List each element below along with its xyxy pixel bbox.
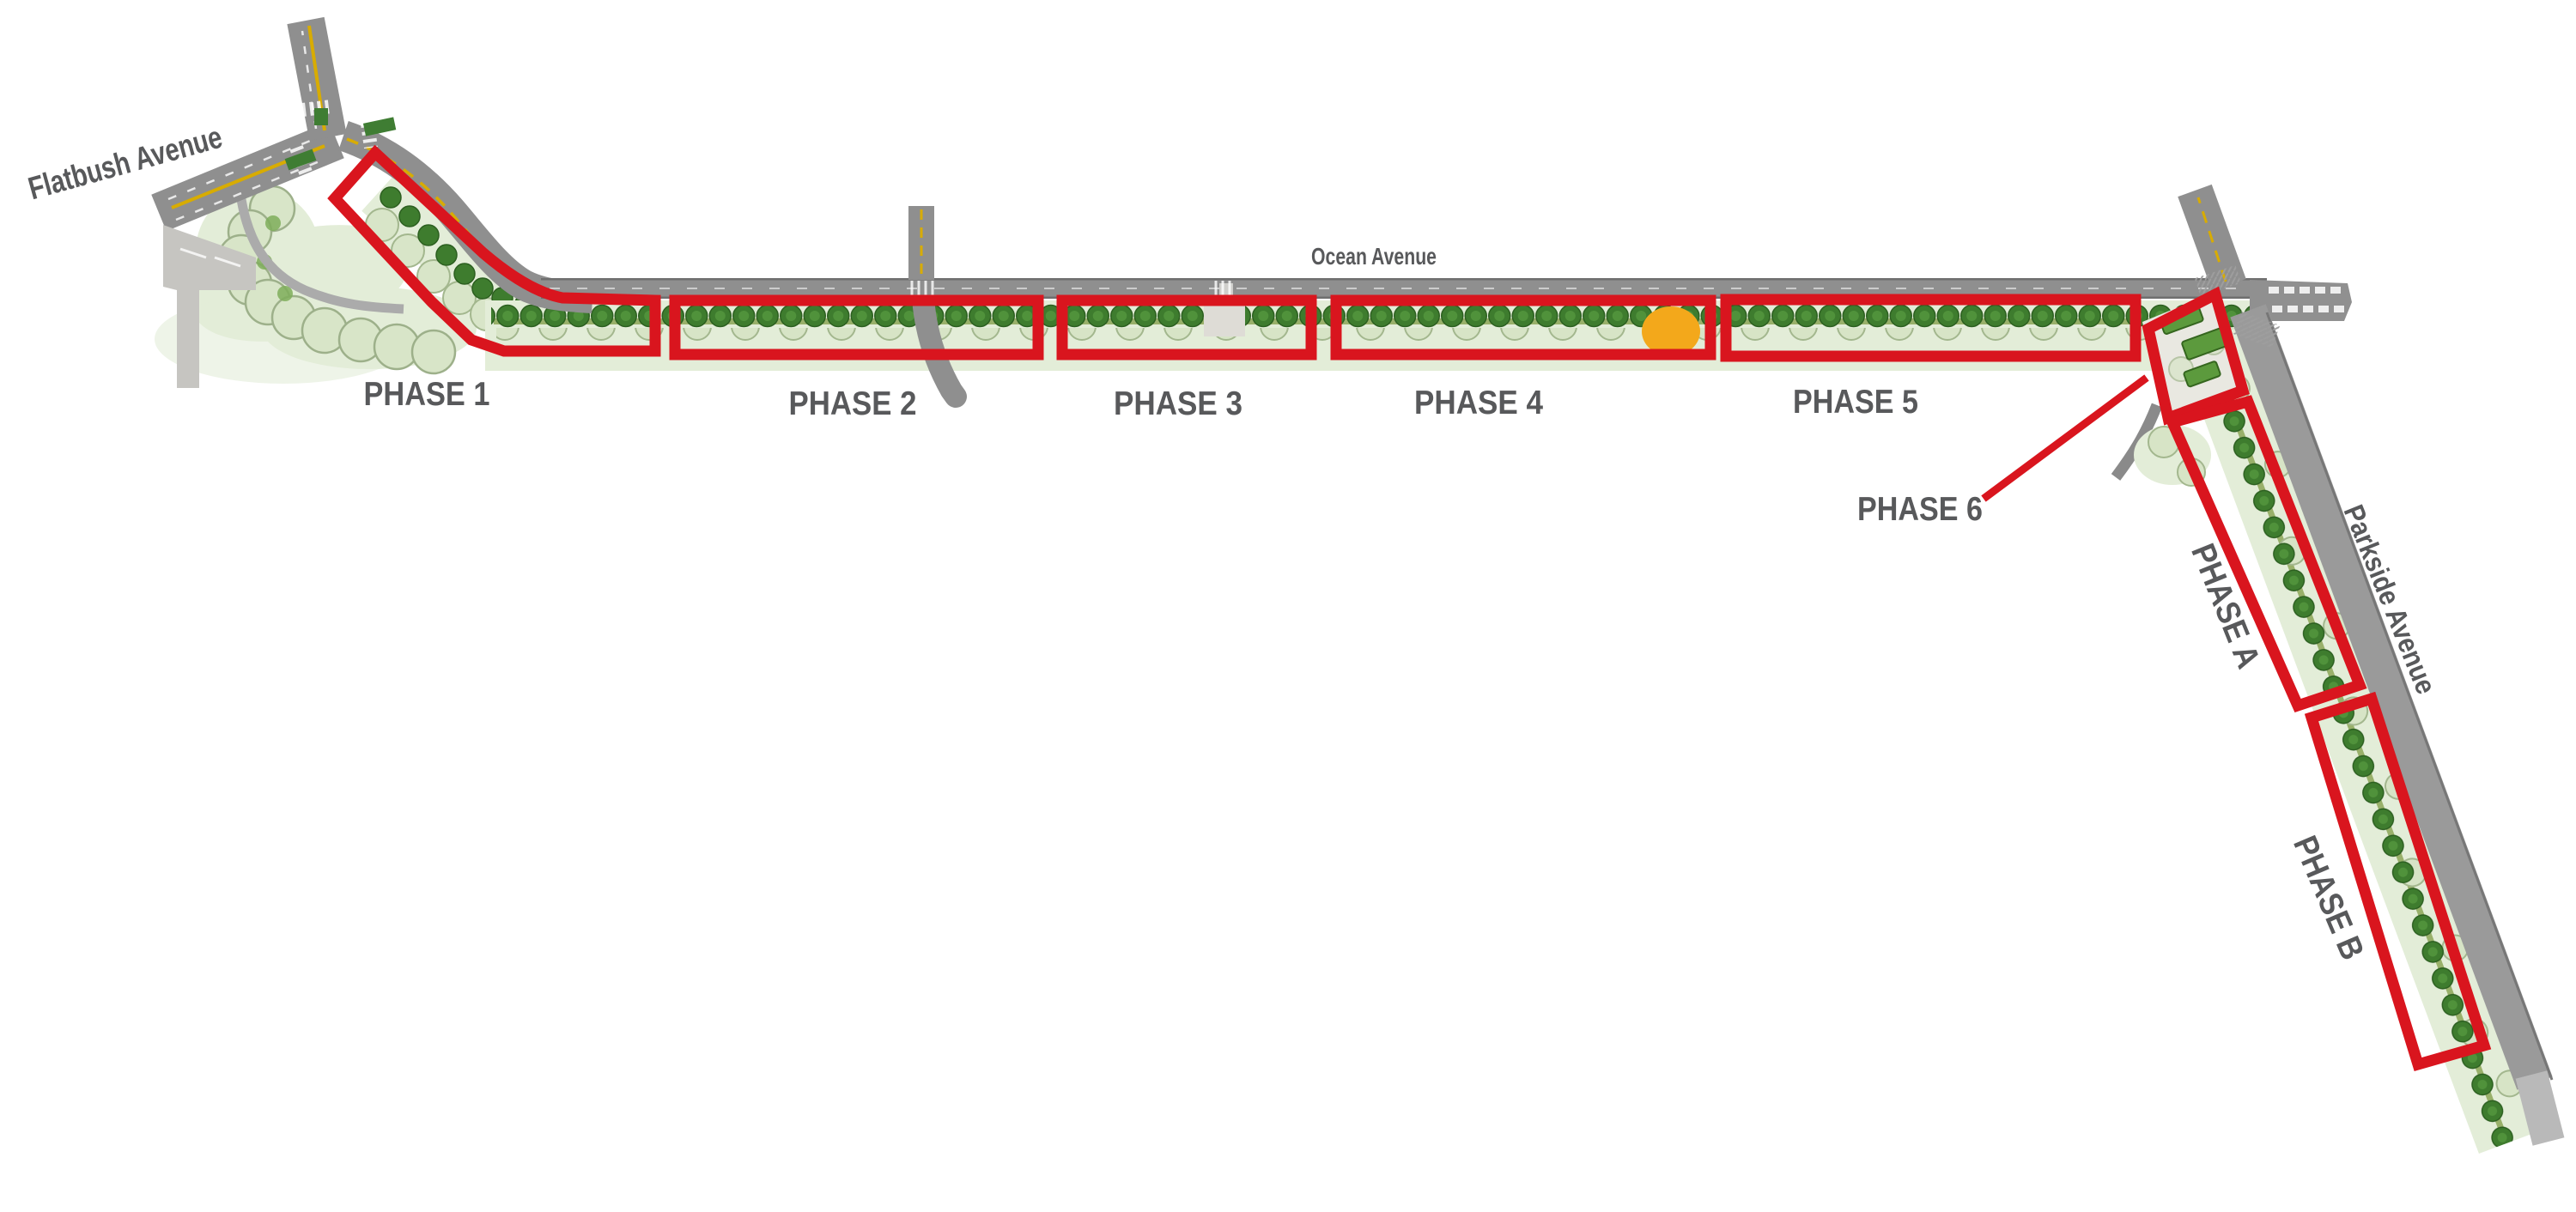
phase-4-label: PHASE 4 (1414, 385, 1543, 421)
phase-1-label: PHASE 1 (364, 376, 490, 413)
phase-5-label: PHASE 5 (1793, 384, 1918, 421)
parkside-road-fade (2515, 1070, 2565, 1146)
phase-6-callout-line (1981, 374, 2149, 502)
flatbush-plaza (163, 225, 256, 388)
parkside-road (2230, 304, 2553, 1090)
orange-highlight-marker (1642, 306, 1700, 356)
bike-crossing-patches (284, 108, 397, 171)
phase-2-outline (669, 294, 1044, 361)
street-label-ocean: Ocean Avenue (1311, 243, 1437, 270)
phase-5-outline (1720, 294, 2142, 362)
road-markings (167, 25, 2344, 348)
phase-6-label: PHASE 6 (1857, 491, 1983, 528)
phase-b-outline (2304, 691, 2492, 1072)
phase-4-outline (1330, 294, 1716, 361)
phase-6-outline (2142, 286, 2250, 426)
phase-1-outline (327, 144, 661, 357)
park-drive-curve (235, 193, 404, 314)
phase-a-outline (2164, 395, 2367, 713)
phase-2-label: PHASE 2 (789, 385, 917, 422)
strip-plaza-patch (1204, 302, 1245, 336)
phase-3-label: PHASE 3 (1114, 385, 1242, 422)
parkside-green-strip (2178, 328, 2536, 1154)
phase-outlines (327, 144, 2492, 1072)
phase-3-outline (1056, 294, 1317, 361)
roads (151, 16, 2565, 1146)
